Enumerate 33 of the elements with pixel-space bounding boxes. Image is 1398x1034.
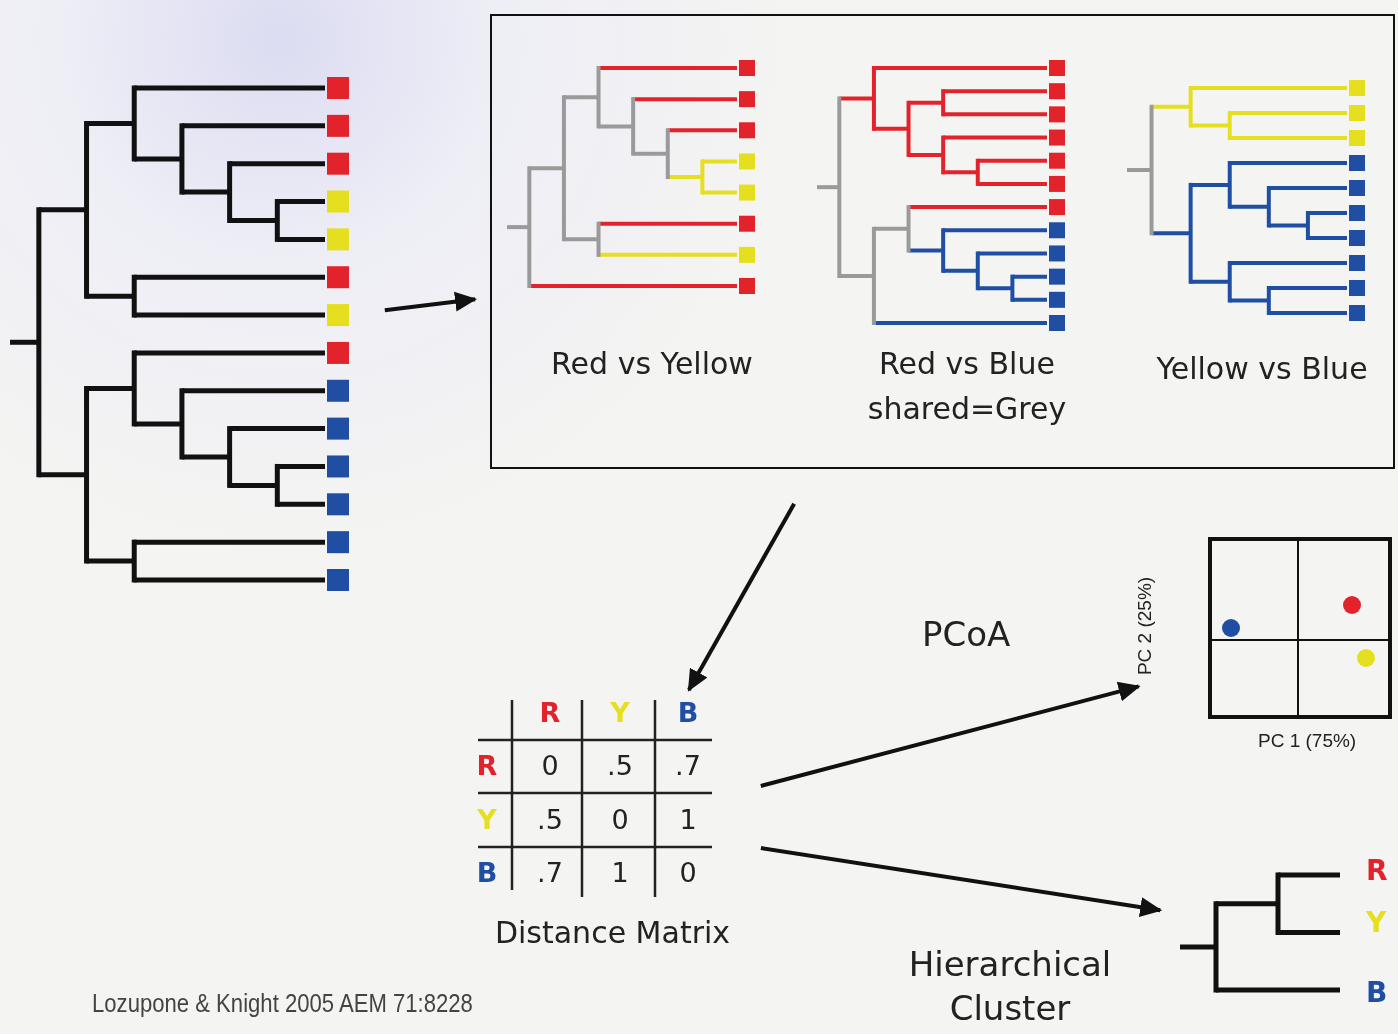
table-value: 0 bbox=[540, 750, 560, 781]
axis-label: PC 1 (75%) bbox=[1258, 730, 1357, 752]
leaf-label: Y bbox=[1366, 906, 1387, 939]
panel-frame bbox=[490, 14, 1395, 469]
header-letter: R bbox=[475, 750, 499, 781]
tree-label: Red vs Blue bbox=[878, 346, 1056, 381]
table-value: .5 bbox=[606, 750, 634, 781]
arrow bbox=[687, 502, 796, 692]
header-letter: R bbox=[538, 697, 562, 728]
table-value: 1 bbox=[610, 857, 630, 888]
leaf-label: B bbox=[1366, 976, 1388, 1009]
table-value: .7 bbox=[674, 750, 702, 781]
header-letter: Y bbox=[609, 697, 631, 728]
header-letter: B bbox=[676, 697, 700, 728]
citation-caption: Lozupone & Knight 2005 AEM 71:8228 bbox=[92, 988, 473, 1019]
edge-label: PCoA bbox=[922, 613, 1012, 656]
tree-label: Red vs Yellow bbox=[550, 346, 754, 381]
table-value: .7 bbox=[536, 857, 564, 888]
arrow bbox=[760, 681, 1141, 788]
table-value: .5 bbox=[536, 804, 564, 835]
table-value: 0 bbox=[610, 804, 630, 835]
leaf-label: R bbox=[1366, 854, 1388, 887]
header-letter: B bbox=[475, 857, 499, 888]
table-title: Distance Matrix bbox=[493, 915, 732, 950]
arrow bbox=[384, 291, 478, 313]
arrow bbox=[760, 846, 1163, 917]
tree-label: Yellow vs Blue bbox=[1155, 351, 1369, 386]
table-value: 1 bbox=[678, 804, 698, 835]
header-letter: Y bbox=[476, 804, 498, 835]
axis-label: PC 2 (25%) bbox=[1134, 576, 1157, 676]
edge-label: Hierarchical Cluster bbox=[907, 943, 1113, 1031]
tree-label: shared=Grey bbox=[866, 391, 1068, 426]
table-value: 0 bbox=[678, 857, 698, 888]
